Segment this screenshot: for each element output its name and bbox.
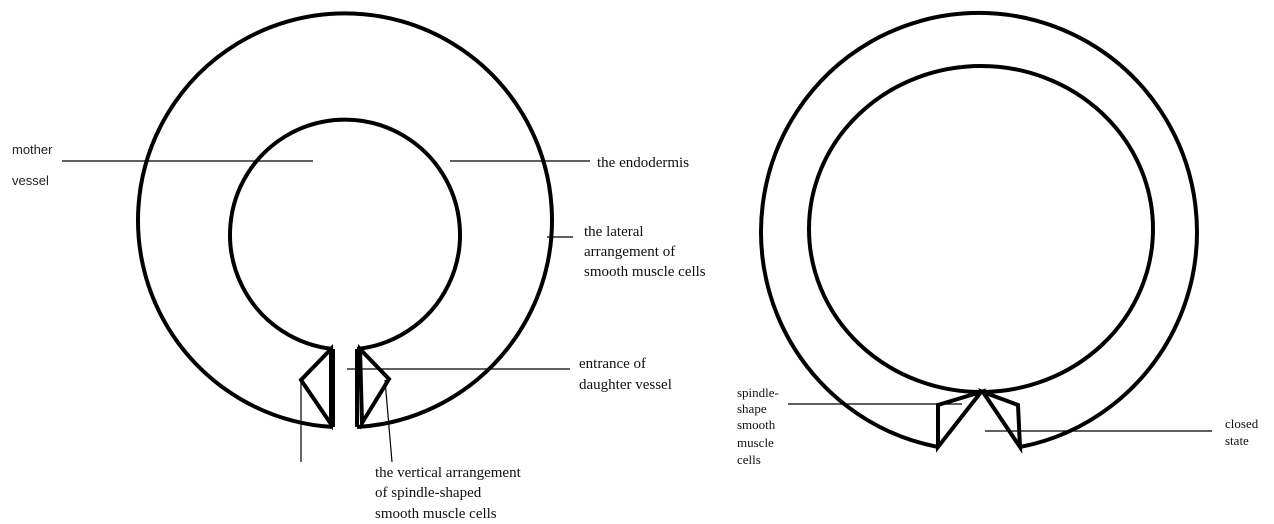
open-state-diagram: mother vessel the endodermis the lateral…	[12, 13, 706, 522]
label-lateral-line1: the lateral	[584, 224, 644, 240]
spindle-cell-left	[301, 349, 331, 424]
spindle-cell-closed-right	[983, 392, 1020, 447]
closed-state-diagram: spindle- shape smooth muscle cells close…	[737, 13, 1259, 467]
label-spindle-line1: spindle-	[737, 385, 779, 400]
label-vertical-line2: of spindle-shaped	[375, 485, 482, 501]
inner-vessel-wall	[230, 120, 460, 349]
label-endodermis: the endodermis	[597, 155, 689, 171]
label-lateral-line2: arrangement of	[584, 244, 675, 260]
label-closed-line2: state	[1225, 433, 1249, 448]
label-vertical-line3: smooth muscle cells	[375, 506, 497, 522]
outer-vessel-wall-closed	[761, 13, 1197, 447]
label-spindle-line2: shape	[737, 401, 767, 416]
label-mother-vessel-line2: vessel	[12, 173, 49, 188]
label-entrance-line2: daughter vessel	[579, 377, 672, 393]
inner-vessel-wall-closed	[809, 66, 1153, 392]
spindle-cell-right	[360, 349, 389, 423]
spindle-cell-closed-left	[938, 392, 981, 447]
label-vertical-line1: the vertical arrangement	[375, 465, 522, 481]
label-mother-vessel-line1: mother	[12, 142, 53, 157]
label-spindle-line5: cells	[737, 452, 761, 467]
label-spindle-line3: smooth	[737, 417, 776, 432]
label-entrance-line1: entrance of	[579, 356, 646, 372]
label-spindle-line4: muscle	[737, 435, 774, 450]
outer-vessel-wall	[138, 13, 552, 427]
label-lateral-line3: smooth muscle cells	[584, 264, 706, 280]
label-closed-line1: closed	[1225, 416, 1259, 431]
